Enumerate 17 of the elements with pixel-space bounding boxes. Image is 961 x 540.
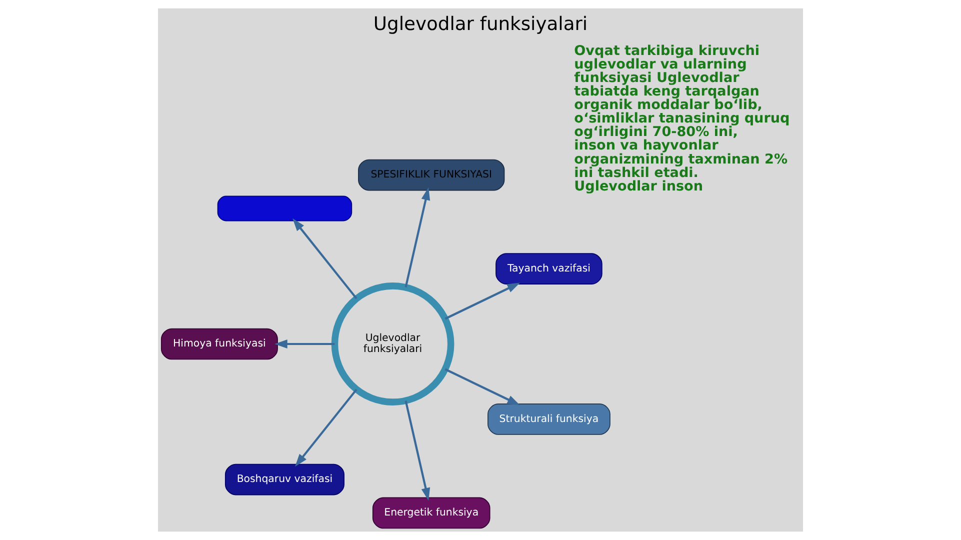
node-box: SPESIFIKLIK FUNKSIYASI <box>358 159 505 191</box>
arrow <box>292 218 358 300</box>
node-box: Strukturali funksiya <box>488 404 610 435</box>
arrow <box>274 340 335 348</box>
node-circle: Uglevodlar funksiyalari <box>331 282 454 406</box>
node-box: Tayanch vazifasi <box>496 253 602 284</box>
node-box <box>217 196 352 222</box>
node-box: Himoya funksiyasi <box>160 328 278 360</box>
diagram-title: Uglevodlar funksiyalari <box>373 14 588 36</box>
arrow <box>444 282 520 320</box>
arrow <box>444 368 520 406</box>
arrow <box>404 400 430 501</box>
label: Ovqat tarkibiga kiruvchi uglevodlar va ularning funksiyasi Uglevodlar tabiatda keng tarqalgan organik moddalar bo‘lib, o‘simliklar tanasining quruq og‘irligini 70-80% ini, inson va hayvonlar organizmining taxminan 2% ini tashkil etadi. Uglevodlar inson <box>574 42 790 194</box>
node-box: Energetik funksiya <box>372 497 490 529</box>
arrow <box>404 187 430 288</box>
node-box: Boshqaruv vazifasi <box>224 464 344 496</box>
arrow <box>295 388 358 467</box>
